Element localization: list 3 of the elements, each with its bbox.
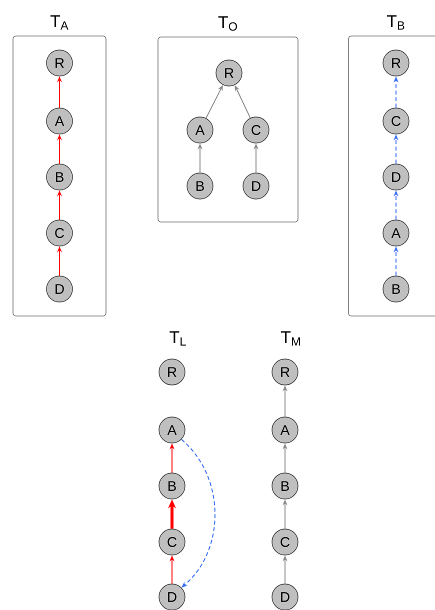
node-label: T$_{B}$ [386, 15, 404, 30]
node-label: T$_{A}$ [50, 15, 68, 30]
node-label: T$_{O}$ [218, 16, 237, 31]
